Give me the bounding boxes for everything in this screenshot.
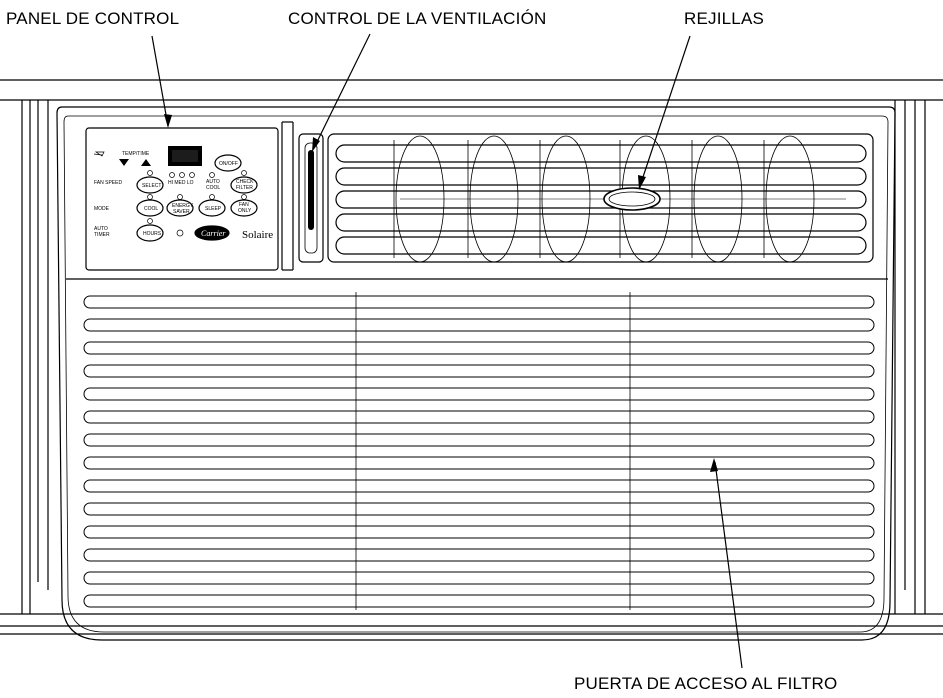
select-button[interactable] bbox=[136, 176, 164, 194]
vent-control-lever[interactable] bbox=[308, 150, 314, 230]
timer-indicator-icon bbox=[176, 229, 184, 237]
louver-vanes[interactable] bbox=[395, 135, 815, 263]
label-rejillas: REJILLAS bbox=[684, 9, 765, 28]
sleep-button-label: SLEEP bbox=[205, 206, 222, 212]
auto-cool-label-bottom: COOL bbox=[206, 185, 220, 191]
check-filter-label-top: CHECK bbox=[236, 179, 254, 185]
label-puerta-acceso-filtro: PUERTA DE ACCESO AL FILTRO bbox=[574, 674, 838, 693]
speed-indicator-labels: HI MED LO bbox=[168, 180, 194, 186]
check-filter-label-bottom: FILTER bbox=[236, 185, 253, 191]
fan-speed-label: FAN SPEED bbox=[94, 180, 122, 186]
front-panel-inner bbox=[63, 115, 889, 633]
temp-down-arrow-icon[interactable] bbox=[119, 159, 129, 166]
leader-arrowheads bbox=[164, 114, 718, 472]
fan-only-label-bottom: ONLY bbox=[238, 208, 252, 214]
air-outlet bbox=[327, 133, 874, 263]
fan-only-button[interactable] bbox=[230, 199, 258, 217]
select-button-label: SELECT bbox=[142, 183, 161, 189]
on-off-button[interactable] bbox=[214, 154, 242, 172]
solaire-model-text: Solaire bbox=[242, 229, 273, 241]
check-filter-button[interactable] bbox=[230, 176, 258, 194]
front-panel-outline bbox=[56, 106, 896, 641]
hours-button[interactable] bbox=[136, 224, 164, 242]
auto-cool-label-top: AUTO bbox=[206, 179, 220, 185]
auto-timer-label-top: AUTO bbox=[94, 226, 108, 232]
label-panel-de-control: PANEL DE CONTROL bbox=[6, 9, 180, 28]
filter-access-grille[interactable] bbox=[83, 292, 875, 610]
leader-lines bbox=[151, 33, 743, 669]
energy-saver-label-top: ENERGY bbox=[172, 203, 194, 209]
fan-only-label-top: FAN bbox=[239, 202, 249, 208]
auto-timer-label-bottom: TIMER bbox=[94, 232, 110, 238]
sleep-button[interactable] bbox=[198, 199, 226, 217]
cool-button-label: COOL bbox=[144, 206, 158, 212]
carrier-logo-text: Carrier bbox=[201, 229, 226, 238]
hours-button-label: HOURS bbox=[143, 231, 162, 237]
temp-time-label: TEMP/TIME bbox=[122, 151, 150, 157]
mode-label: MODE bbox=[94, 206, 110, 212]
control-panel: TEMP/TIME FAN SPEED SELECT HI MED LO AUT… bbox=[85, 127, 279, 271]
cabinet-sleeve bbox=[0, 79, 943, 635]
louver-adjust-knob[interactable] bbox=[603, 187, 661, 211]
vent-control[interactable] bbox=[298, 133, 324, 263]
label-control-ventilacion: CONTROL DE LA VENTILACIÓN bbox=[288, 9, 547, 28]
on-off-label: ON/OFF bbox=[219, 161, 238, 167]
energy-saver-label-bottom: SAVER bbox=[173, 209, 190, 215]
carrier-logo bbox=[194, 225, 230, 241]
temp-up-arrow-icon[interactable] bbox=[141, 159, 151, 166]
energy-star-icon bbox=[93, 151, 105, 157]
energy-saver-button[interactable] bbox=[166, 199, 194, 217]
cool-button[interactable] bbox=[136, 199, 164, 217]
